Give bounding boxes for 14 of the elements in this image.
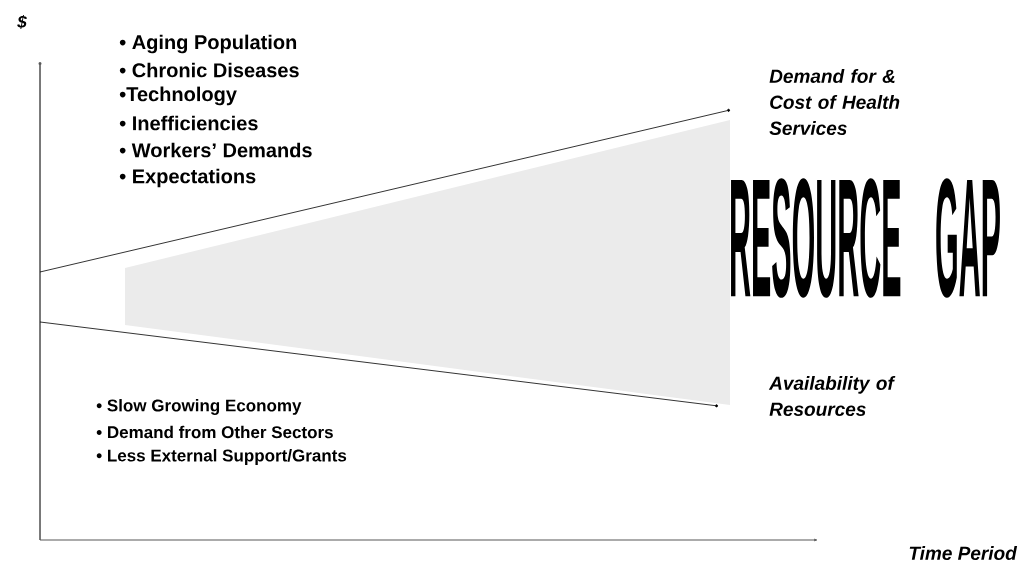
gap-label: RESOURCE GAP bbox=[731, 178, 1000, 298]
axis-label: Time Period bbox=[909, 546, 1018, 560]
bullet-item: • Slow Growing Economy bbox=[96, 399, 302, 415]
bullet-item: • Aging Population bbox=[119, 34, 297, 54]
bullet-item: • Chronic Diseases bbox=[119, 62, 299, 78]
bullet-item: • Demand from Other Sectors bbox=[96, 425, 333, 439]
axis-label: $ bbox=[17, 15, 27, 29]
series-label: Demand for & Cost of Health Services bbox=[769, 69, 900, 135]
series-label: Availability of Resources bbox=[768, 376, 896, 416]
bullet-item: • Workers’ Demands bbox=[119, 142, 312, 158]
bullet-item: • Less External Support/Grants bbox=[96, 449, 347, 465]
bullet-item: •Technology bbox=[119, 86, 237, 106]
bullet-item: • Inefficiencies bbox=[119, 115, 258, 131]
bullet-item: • Expectations bbox=[119, 168, 256, 188]
